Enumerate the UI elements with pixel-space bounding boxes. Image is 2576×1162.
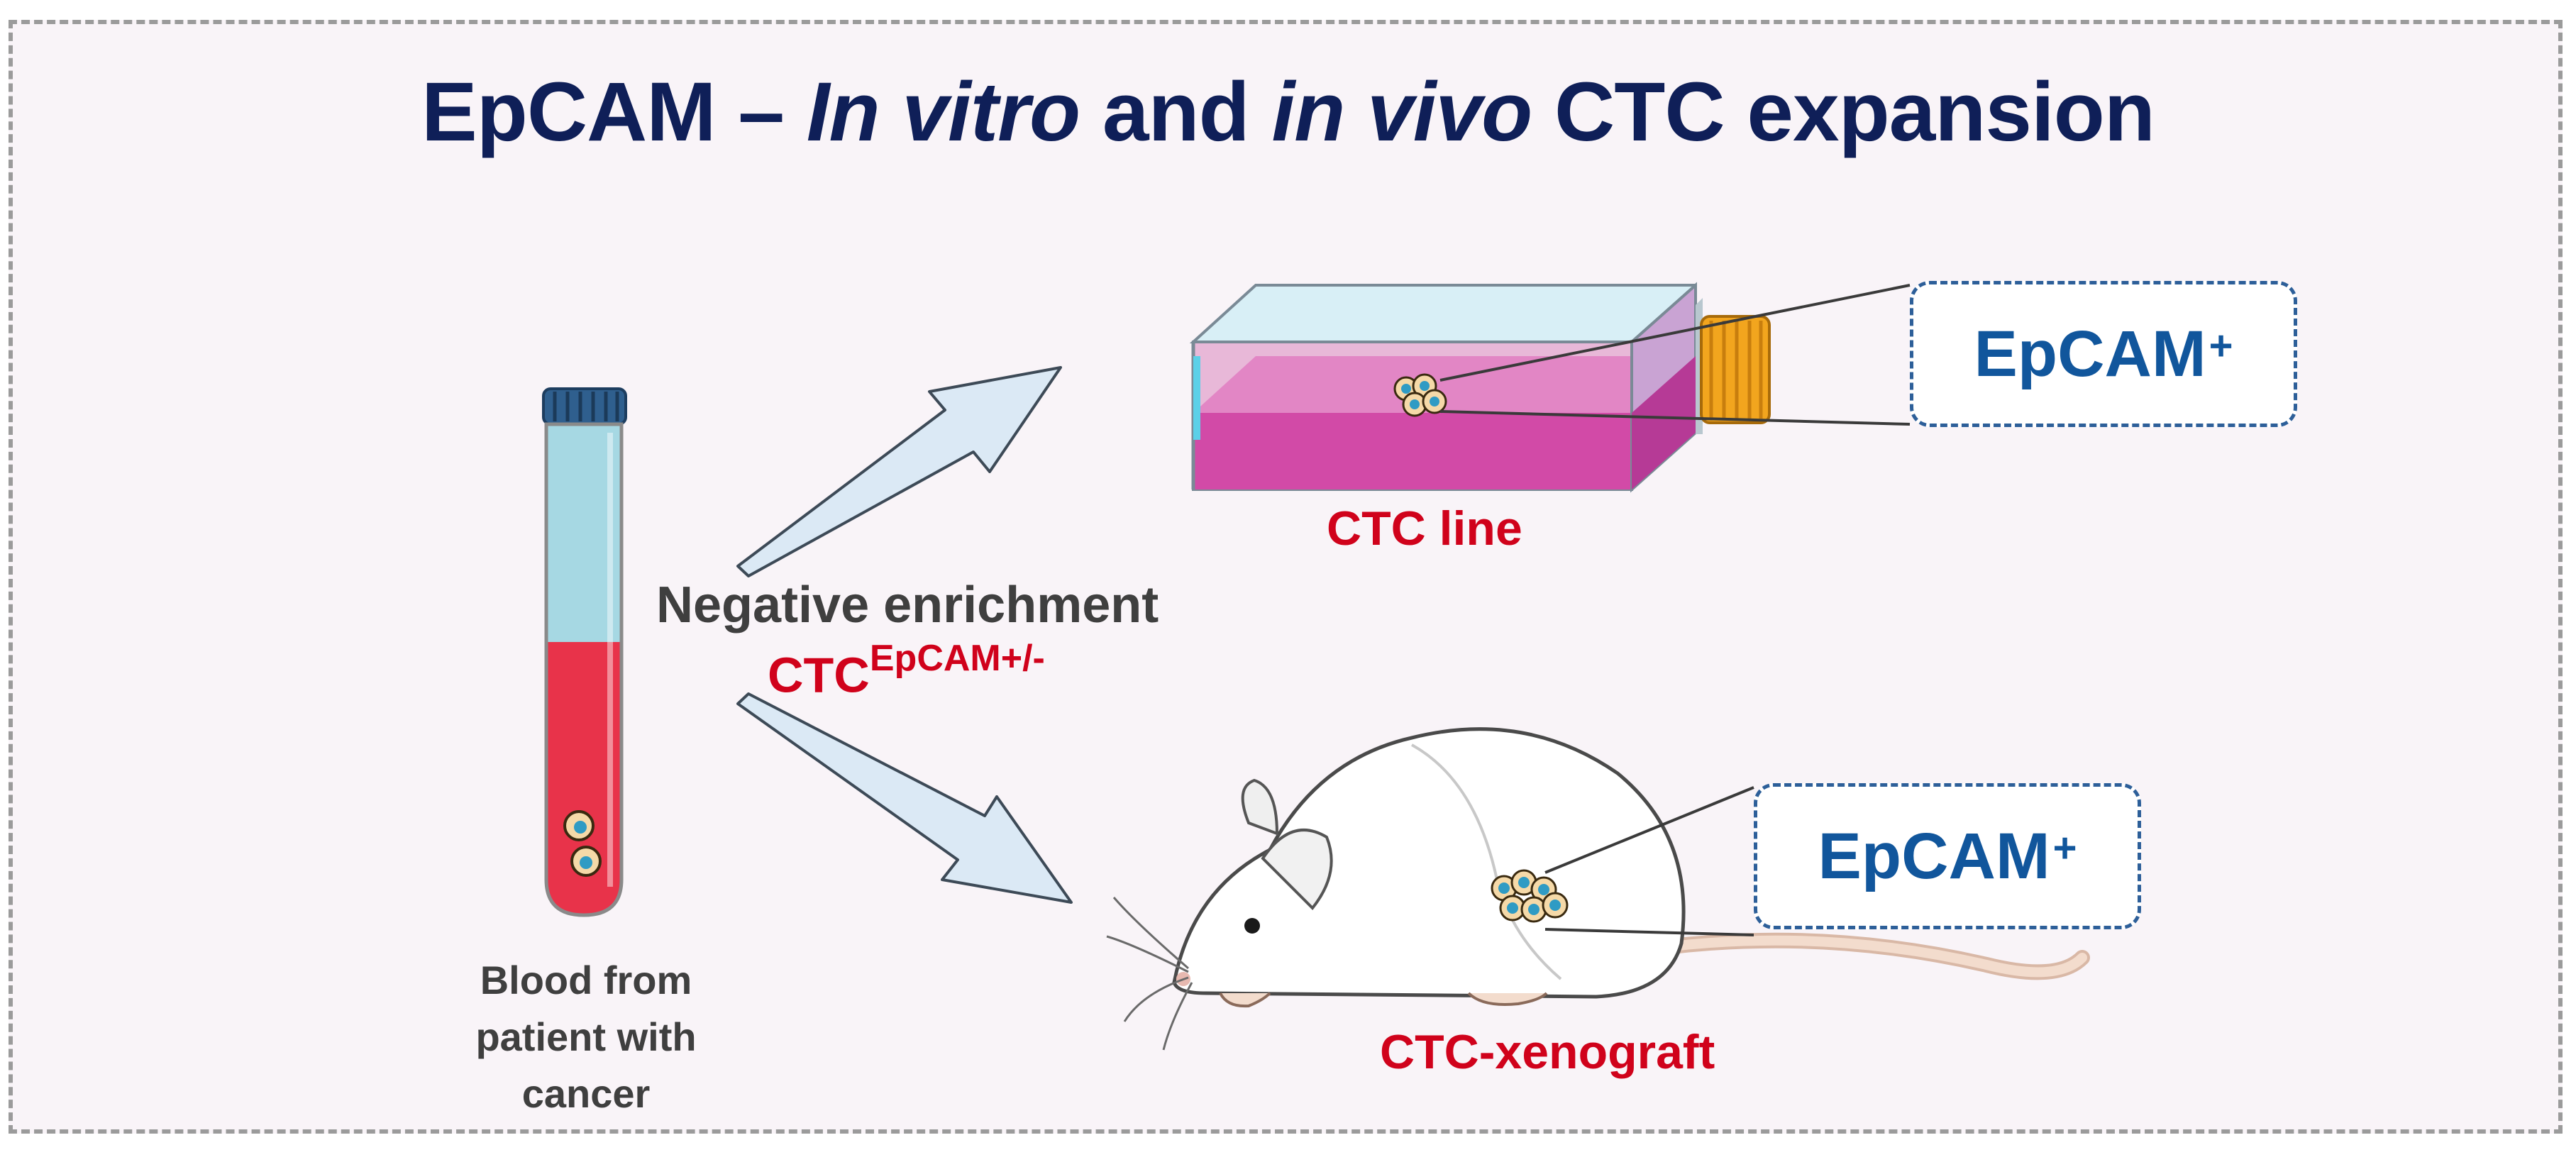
circulating-cell-icon <box>570 846 602 877</box>
arrow-to-mouse-icon <box>736 692 1073 904</box>
blood-caption-line-2: patient with <box>475 1014 697 1059</box>
blood-caption-line-3: cancer <box>521 1071 651 1116</box>
blood-caption-line-1: Blood from <box>480 958 692 1002</box>
arrow-to-flask-icon <box>736 366 1062 577</box>
mouse-epcam-marker-box: EpCAM+ <box>1754 783 2141 929</box>
ctc-line-label: CTC line <box>1327 502 1522 555</box>
flask-cap-icon <box>1700 315 1771 424</box>
culture-flask-icon <box>1189 282 1911 493</box>
figure-title: EpCAM – In vitro and in vivo CTC expansi… <box>421 65 2155 159</box>
ctc-epcam-label: CTCEpCAM+/- <box>768 638 1045 703</box>
cell-cluster-icon <box>1393 373 1447 417</box>
tumor-cluster-icon <box>1491 869 1569 923</box>
flask-epcam-marker-box: EpCAM+ <box>1910 281 2297 427</box>
blood-tube-icon <box>542 387 627 917</box>
negative-enrichment-label: Negative enrichment <box>656 577 1159 633</box>
circulating-cell-icon <box>563 810 595 841</box>
blood-tube-caption: Blood from patient with cancer <box>440 952 732 1122</box>
ctc-xenograft-label: CTC-xenograft <box>1380 1025 1715 1079</box>
mouse-icon <box>1106 727 2090 1051</box>
